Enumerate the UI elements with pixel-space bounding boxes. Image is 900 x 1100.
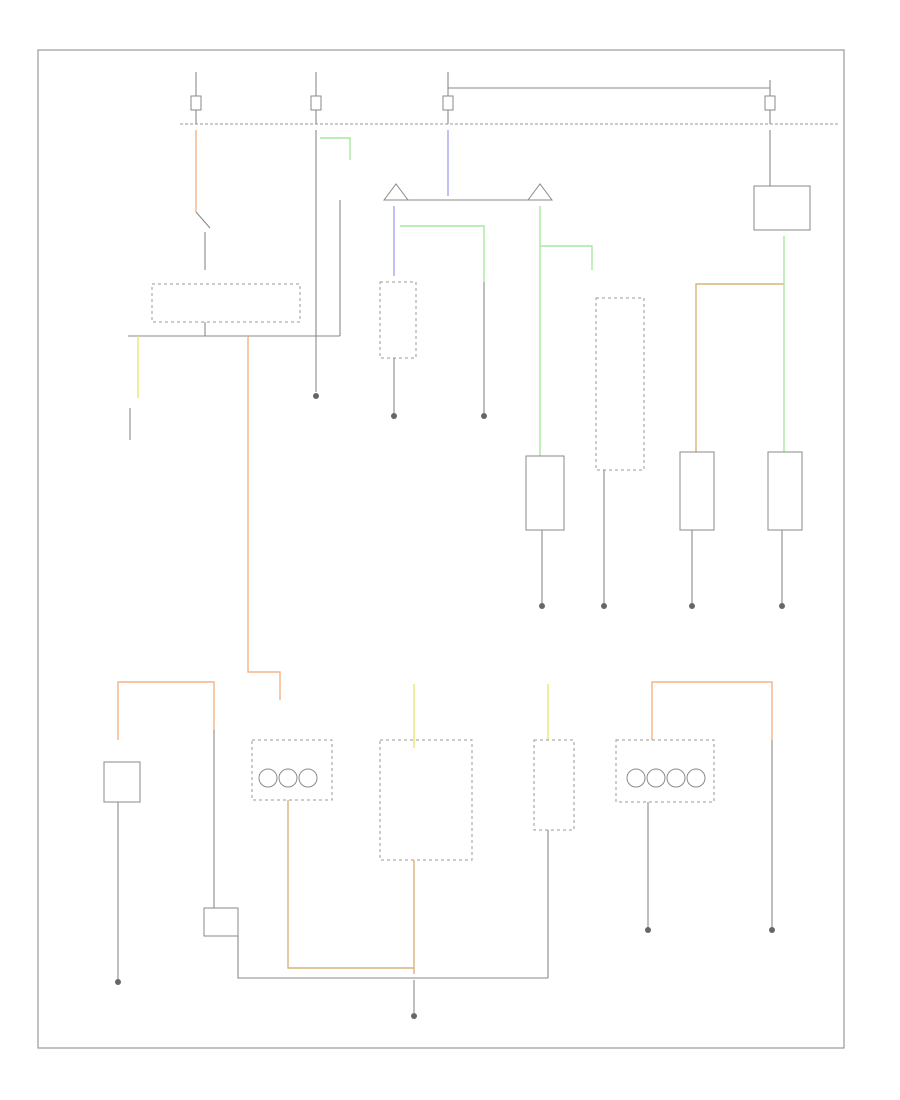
fuse-3 <box>442 72 454 124</box>
left-switch-circuit <box>128 130 301 440</box>
third-column-circuit <box>379 130 553 419</box>
power-bus <box>180 87 840 125</box>
fuse-1 <box>190 72 202 124</box>
orange-feed-wire <box>247 336 281 700</box>
instrument-cluster <box>595 297 645 609</box>
fuse-4 <box>764 80 776 124</box>
fuse-2 <box>310 72 322 124</box>
diagram-frame <box>37 49 845 1049</box>
second-column-circuit <box>248 130 351 399</box>
lower-left-circuit <box>103 681 548 985</box>
lower-middle-circuit <box>251 684 575 1019</box>
green-branch <box>525 206 593 609</box>
lower-right-circuit <box>615 681 775 933</box>
right-column-circuit <box>679 130 811 609</box>
